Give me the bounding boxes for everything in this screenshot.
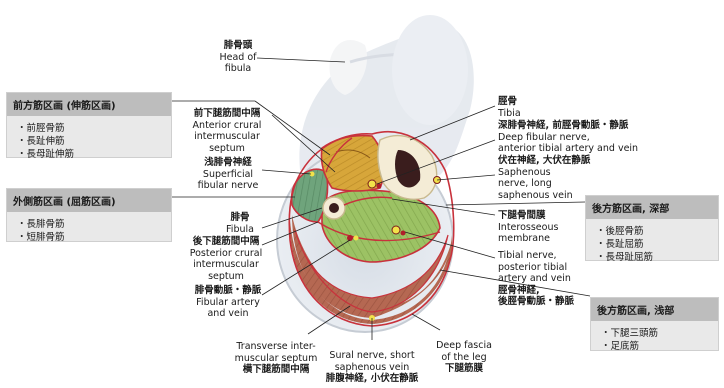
deep-fibular-nerve-label: 深腓骨神経, 前脛骨動脈・静脈 Deep fibular nerve, ante… (498, 120, 638, 155)
deep-posterior-compartment-title: 後方筋区画, 深部 (586, 196, 718, 219)
list-item: 足底筋 (601, 340, 710, 353)
list-item: 長腓骨筋 (17, 218, 163, 231)
head-of-fibula-label: 腓骨頭 Head of fibula (210, 40, 266, 75)
transverse-septum-label: Transverse inter- muscular septum 横下腿筋間中… (228, 341, 324, 376)
tibial-nerve-label: Tibial nerve, posterior tibial artery an… (498, 250, 574, 308)
superficial-fibular-nerve-label: 浅腓骨神経 Superficial fibular nerve (192, 157, 264, 192)
list-item: 長趾伸筋 (17, 135, 163, 148)
saphenous-nerve-label: 伏在神経, 大伏在静脈 Saphenous nerve, long saphen… (498, 155, 590, 201)
list-item: 後脛骨筋 (596, 225, 710, 238)
list-item: 短腓骨筋 (17, 231, 163, 244)
lateral-compartment-box: 外側筋区画 (屈筋区画) 長腓骨筋 短腓骨筋 (6, 188, 172, 242)
interosseous-membrane-label: 下腿骨間膜 Interosseous membrane (498, 210, 558, 245)
list-item: 長母趾伸筋 (17, 148, 163, 161)
fibular-artery-label: 腓骨動脈・静脈 Fibular artery and vein (186, 285, 270, 320)
fibula-label: 腓骨 Fibula (218, 212, 262, 235)
anterior-compartment-title: 前方筋区画 (伸筋区画) (7, 93, 171, 116)
deep-fascia-label: Deep fascia of the leg 下腿筋膜 (428, 340, 500, 375)
posterior-septum-label: 後下腿筋間中隔 Posterior crural intermuscular s… (180, 236, 272, 282)
sural-nerve-label: Sural nerve, short saphenous vein 腓腹神経, … (320, 350, 424, 385)
list-item: 前脛骨筋 (17, 122, 163, 135)
superficial-posterior-compartment-box: 後方筋区画, 浅部 下腿三頭筋 足底筋 (590, 297, 719, 351)
superficial-posterior-compartment-title: 後方筋区画, 浅部 (591, 298, 718, 321)
deep-posterior-compartment-box: 後方筋区画, 深部 後脛骨筋 長趾屈筋 長母趾屈筋 (585, 195, 719, 261)
list-item: 下腿三頭筋 (601, 327, 710, 340)
list-item: 長趾屈筋 (596, 238, 710, 251)
anterior-compartment-box: 前方筋区画 (伸筋区画) 前脛骨筋 長趾伸筋 長母趾伸筋 (6, 92, 172, 158)
list-item: 長母趾屈筋 (596, 251, 710, 264)
lateral-compartment-title: 外側筋区画 (屈筋区画) (7, 189, 171, 212)
tibia-label: 脛骨 Tibia (498, 96, 521, 119)
anterior-septum-label: 前下腿筋間中隔 Anterior crural intermuscular se… (182, 108, 272, 154)
